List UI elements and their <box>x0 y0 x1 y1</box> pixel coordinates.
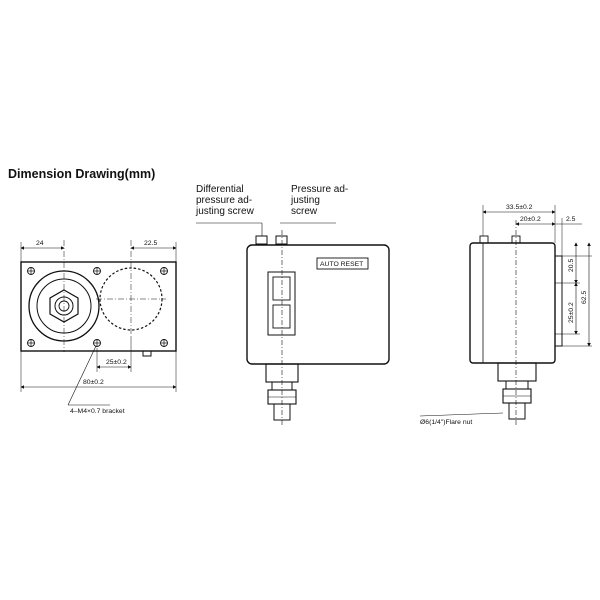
side-view: Differential pressure ad- justing screw … <box>195 184 390 426</box>
dim-label: 20.5 <box>568 259 575 272</box>
corner-screw <box>93 339 101 347</box>
corner-screw <box>160 267 168 275</box>
pressure-screw <box>275 235 288 245</box>
fitting-neck <box>505 380 529 390</box>
scale-slot <box>272 304 291 329</box>
dim-label: 24 <box>36 240 44 247</box>
leader-line <box>419 412 504 417</box>
pressure-label: justing <box>290 195 320 206</box>
side-body <box>246 244 390 365</box>
front-view: 24 22.5 25±0.2 80±0.2 4–M4×0.7 bracket <box>20 240 177 415</box>
differential-screw <box>255 235 268 245</box>
corner-screw <box>27 267 35 275</box>
rear-bracket <box>555 255 563 347</box>
top-screw <box>479 235 489 244</box>
differential-label: pressure ad- <box>196 195 252 206</box>
auto-reset-label: AUTO RESET <box>320 261 363 268</box>
pressure-label: Pressure ad- <box>291 184 348 195</box>
dim-label: 33.5±0.2 <box>506 204 533 211</box>
scale-window <box>267 271 296 336</box>
dim-label: 25±0.2 <box>568 302 575 323</box>
corner-screw <box>160 339 168 347</box>
drawing-title: Dimension Drawing(mm) <box>8 167 155 181</box>
front-body <box>20 261 177 352</box>
scale-slot <box>272 276 291 301</box>
right-view: Ø6(1/4")Flare nut 33.5±0.2 20±0.2 2.5 20… <box>419 204 592 426</box>
dim-label: 80±0.2 <box>83 379 104 386</box>
corner-screw <box>27 339 35 347</box>
corner-screw <box>93 267 101 275</box>
fitting-base <box>497 362 537 382</box>
dim-label: 20±0.2 <box>520 216 541 223</box>
auto-reset-plate <box>316 257 369 270</box>
flare-nut-label: Ø6(1/4")Flare nut <box>420 419 472 426</box>
leader-line <box>67 345 97 406</box>
differential-label: justing screw <box>195 206 255 217</box>
fitting-tip <box>273 403 291 421</box>
dim-label: 25±0.2 <box>106 359 127 366</box>
differential-label: Differential <box>196 184 244 195</box>
bracket-label: 4–M4×0.7 bracket <box>70 408 125 415</box>
dim-label: 22.5 <box>144 240 157 247</box>
pressure-label: screw <box>291 206 318 217</box>
bottom-nub <box>142 350 152 357</box>
fitting-tip <box>508 402 526 420</box>
dim-label: 2.5 <box>566 216 576 223</box>
dim-label: 62.5 <box>581 291 588 304</box>
